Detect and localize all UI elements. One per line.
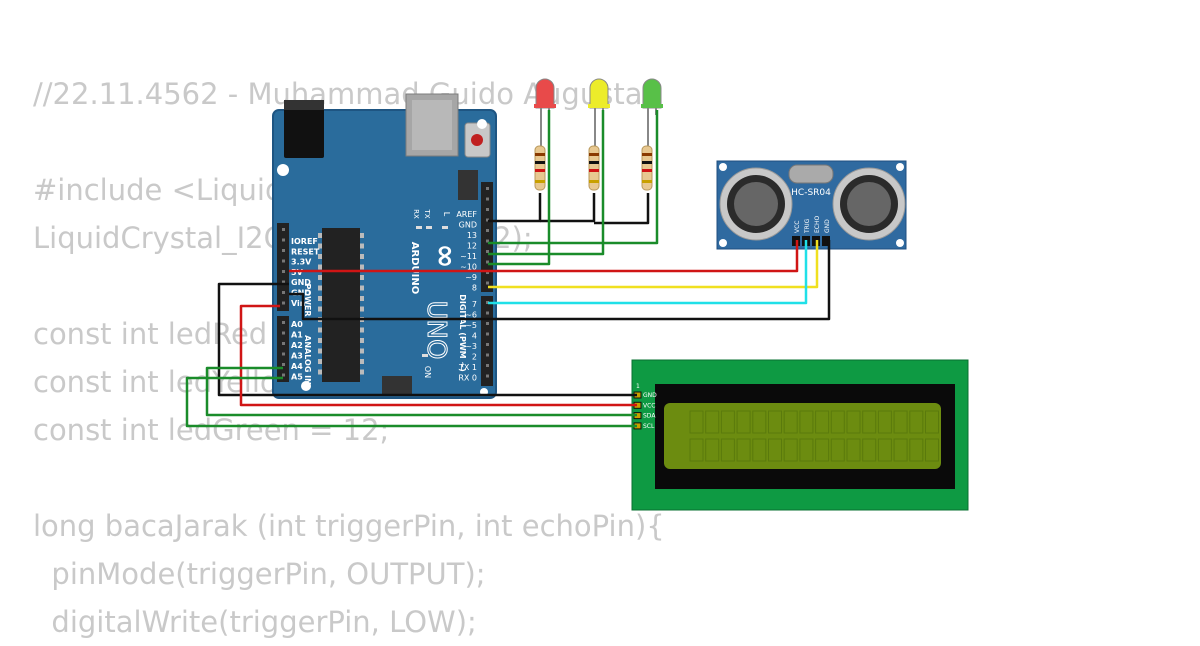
power-pin-label: 3.3V [291,258,312,267]
analog-header [277,316,289,382]
lcd-16x2-module[interactable]: 1 GND VCC SDA SCL [631,359,969,511]
lcd-screen [664,403,941,469]
digital-pin-label: 13 [467,231,477,240]
analog-pin-label: A2 [291,341,303,350]
on-label: ON [423,366,432,378]
wire-lcd-vcc [239,304,637,407]
power-jack [284,100,324,158]
lcd-pin-label: VCC [643,402,655,409]
l-label: L [442,212,451,217]
analog-pin-label: A1 [291,331,303,340]
digital-pin-label: 12 [467,242,477,251]
model-label: UNO [421,301,451,360]
code-line: long bacaJarak (int triggerPin, int echo… [33,509,665,543]
digital-pin-label: 8 [472,284,477,293]
digital-label: DIGITAL (PWM ~) [458,294,467,372]
analog-pin-label: A0 [291,320,303,329]
wire-lcd-sda [205,366,637,417]
analog-label: ANALOG IN [303,335,312,385]
wire-lcd-scl [185,376,637,428]
rx-label: RX [412,209,420,219]
wire-led-red-pin10 [488,110,551,266]
lcd-pin-label: SDA [643,413,656,420]
lcd-pin-label: GND [643,392,657,399]
lcd-pin-label: SCL [643,423,655,430]
power-label: POWER [303,283,312,316]
analog-pin-label: A4 [291,362,303,371]
power-pin-label: RESET [291,247,320,256]
atmega-chip [322,228,360,382]
led-red-with-resistor[interactable] [534,78,556,191]
digital-header-bottom [481,296,493,386]
led-green-with-resistor[interactable] [641,78,663,191]
brand-label: ARDUINO [409,242,420,294]
digital-pin-label: ~11 [460,252,477,261]
digital-pin-label: 7 [472,300,477,309]
sensor-pin-label: ECHO [814,216,821,233]
power-pin-label: Vin [291,299,306,308]
analog-pin-label: A5 [291,373,303,382]
code-line: pinMode(triggerPin, OUTPUT); [33,557,486,591]
digital-pin-label: ~6 [465,311,477,320]
sensor-pin-label: GND [824,219,831,233]
mounting-hole [277,164,289,176]
wire-led-gnd [594,193,650,225]
traffic-leds [534,78,663,191]
power-header [277,223,289,311]
digital-pin-label: AREF [456,210,477,219]
digital-pin-label: ~10 [460,263,477,272]
transducer-right [832,167,906,241]
mounting-hole [301,381,311,391]
wire-sensor-gnd [289,240,831,321]
sensor-pin-label: TRIG [804,218,811,234]
digital-pin-label: ~5 [465,321,477,330]
crystal [788,164,834,184]
digital-pin-label: GND [459,221,477,230]
wire-led-gnd [540,193,596,223]
led-yellow-with-resistor[interactable] [588,78,610,191]
digital-pin-label: ~3 [465,342,477,351]
digital-pin-label: 2 [472,353,477,362]
digital-pin-label: RX 0 [458,374,477,383]
wire-led-green-pin12 [488,110,659,245]
sensor-name: HC-SR04 [791,188,831,198]
wire-vcc-5v [289,240,799,273]
wire-echo-pin7 [488,240,808,305]
sensor-pin-label: VCC [794,221,801,233]
wire-led-yellow-pin11 [488,110,605,256]
code-line: const int ledGreen = 12; [33,413,390,447]
power-pin-label: GND [291,278,311,287]
wire-trig-pin8 [488,240,819,289]
analog-pin-label: A3 [291,352,303,361]
lcd-pin1-label: 1 [636,383,640,390]
power-pin-label: 5V [291,268,304,277]
power-pin-label: IOREF [291,237,318,246]
digital-pin-label: 4 [472,332,477,341]
wire-lcd-gnd [217,282,637,397]
transducer-left [719,167,793,241]
digital-pin-label: TX 1 [458,363,477,372]
tx-label: TX [423,208,431,218]
mounting-hole [477,119,487,129]
digital-pin-label: ~9 [465,273,477,282]
arduino-logo: ∞ [428,244,463,269]
